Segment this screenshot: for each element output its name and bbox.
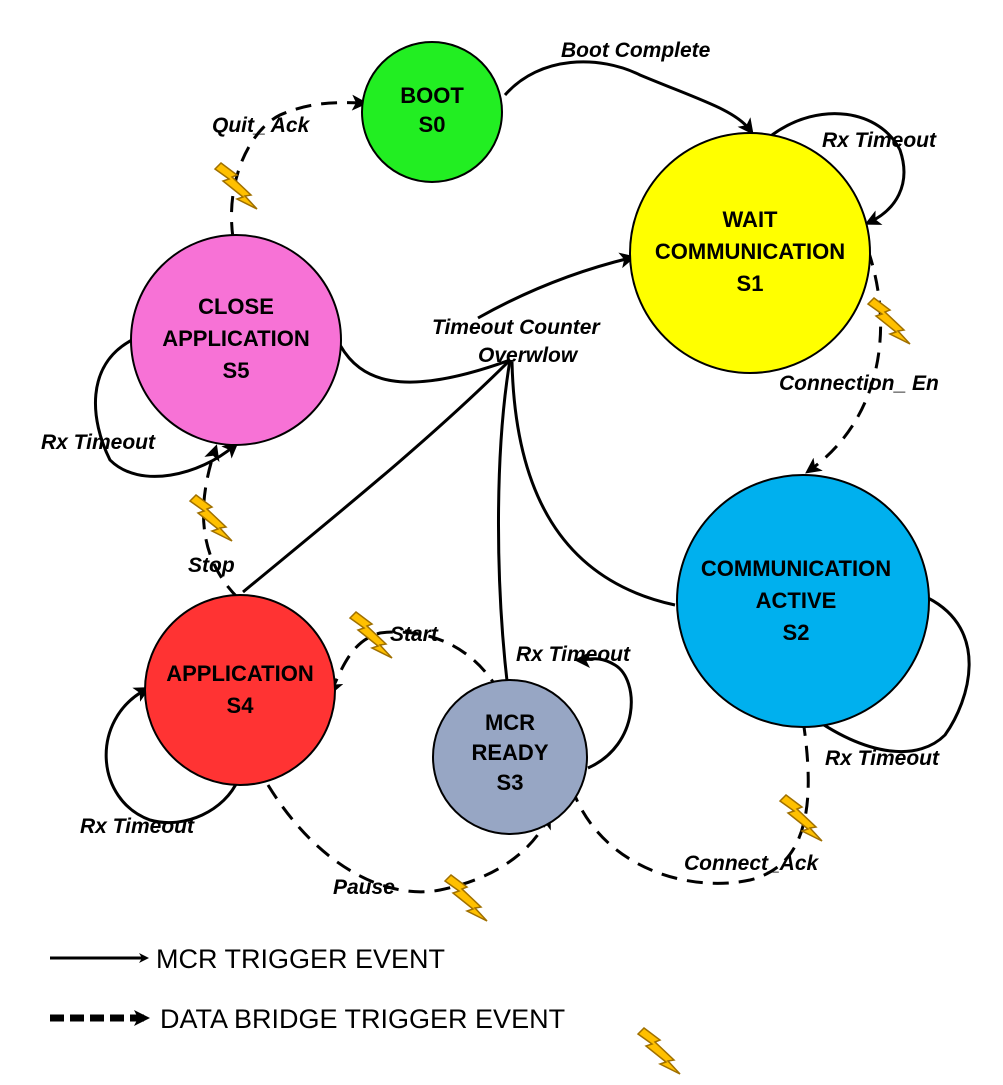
state-s2: COMMUNICATION ACTIVE S2 (676, 474, 930, 728)
state-s2-id: S2 (783, 620, 810, 645)
edge-overflow-to-s4 (242, 358, 512, 594)
edge-stop (201, 444, 240, 600)
state-s3-circle (432, 679, 588, 835)
label-s1-rx-timeout: Rx Timeout (822, 129, 937, 152)
label-start: Start (390, 623, 439, 646)
state-s0: BOOT S0 (361, 41, 503, 183)
label-pause: Pause (333, 876, 395, 899)
label-quit-ack: Quit_ Ack (212, 114, 311, 137)
state-s0-id: S0 (419, 112, 446, 137)
state-s5: CLOSE APPLICATION S5 (130, 234, 342, 446)
edge-s4-rx-timeout-loop (104, 687, 240, 825)
state-s2-circle (676, 474, 930, 728)
label-s3-rx-timeout: Rx Timeout (516, 643, 631, 666)
edge-start (328, 630, 502, 696)
state-s2-name-line1: COMMUNICATION (701, 556, 891, 581)
edge-s1-rx-timeout-loop (771, 112, 906, 225)
label-connect-ack: Connect_Ack (684, 852, 820, 875)
legend-mcr-label: MCR TRIGGER EVENT (156, 944, 445, 974)
label-s4-rx-timeout: Rx Timeout (80, 815, 195, 838)
state-s3-id: S3 (497, 770, 524, 795)
bolt-icon (349, 611, 393, 659)
bolt-icon (189, 494, 233, 542)
label-overflow-line2: Overwlow (478, 344, 579, 367)
state-s2-name-line2: ACTIVE (756, 588, 837, 613)
state-s5-name-line1: CLOSE (198, 294, 274, 319)
state-s1-id: S1 (737, 271, 764, 296)
state-s4-id: S4 (227, 693, 255, 718)
bolt-icon (214, 162, 258, 210)
bolt-icon (637, 1027, 681, 1075)
state-s3: MCR READY S3 (432, 679, 588, 835)
state-s5-name-line2: APPLICATION (162, 326, 309, 351)
state-s1-name-line2: COMMUNICATION (655, 239, 845, 264)
edge-s2-to-overflow (510, 361, 676, 607)
edge-labels: Boot Complete Quit_ Ack Rx Timeout Timeo… (41, 39, 940, 899)
edge-s2-rx-timeout-loop (800, 596, 971, 753)
label-s5-rx-timeout: Rx Timeout (41, 431, 156, 454)
state-s4-circle (144, 594, 336, 786)
edge-quit-ack (230, 94, 368, 239)
state-s4-name: APPLICATION (166, 661, 313, 686)
bolt-icon (867, 297, 911, 345)
state-s5-circle (130, 234, 342, 446)
edge-connection-en (805, 249, 883, 474)
label-connection-en: Connection_ En (779, 372, 939, 395)
edge-boot-complete (503, 60, 754, 135)
state-s1-name-line1: WAIT (723, 207, 779, 232)
state-s1-circle (629, 132, 871, 374)
edge-overflow-to-s3 (496, 359, 515, 696)
bridge-edges (201, 94, 883, 894)
edge-s3-rx-timeout-loop (574, 651, 633, 770)
state-s3-name-line1: MCR (485, 710, 535, 735)
state-s5-id: S5 (223, 358, 250, 383)
mcr-edges (94, 60, 971, 825)
edge-s5-rx-timeout-loop (94, 338, 239, 478)
state-s1: WAIT COMMUNICATION S1 (629, 132, 871, 374)
edge-s5-to-overflow (338, 344, 511, 384)
legend-bridge-label: DATA BRIDGE TRIGGER EVENT (160, 1004, 565, 1034)
edge-connect-ack (558, 719, 810, 885)
state-s4: APPLICATION S4 (144, 594, 336, 786)
label-stop: Stop (188, 554, 235, 577)
edge-overflow-to-s1 (477, 252, 636, 320)
state-s3-name-line2: READY (471, 740, 548, 765)
state-s0-name: BOOT (400, 83, 464, 108)
label-boot-complete: Boot Complete (561, 39, 711, 62)
label-overflow-line1: Timeout Counter (432, 316, 601, 339)
legend: MCR TRIGGER EVENT DATA BRIDGE TRIGGER EV… (50, 944, 565, 1034)
state-s0-circle (361, 41, 503, 183)
label-s2-rx-timeout: Rx Timeout (825, 747, 940, 770)
